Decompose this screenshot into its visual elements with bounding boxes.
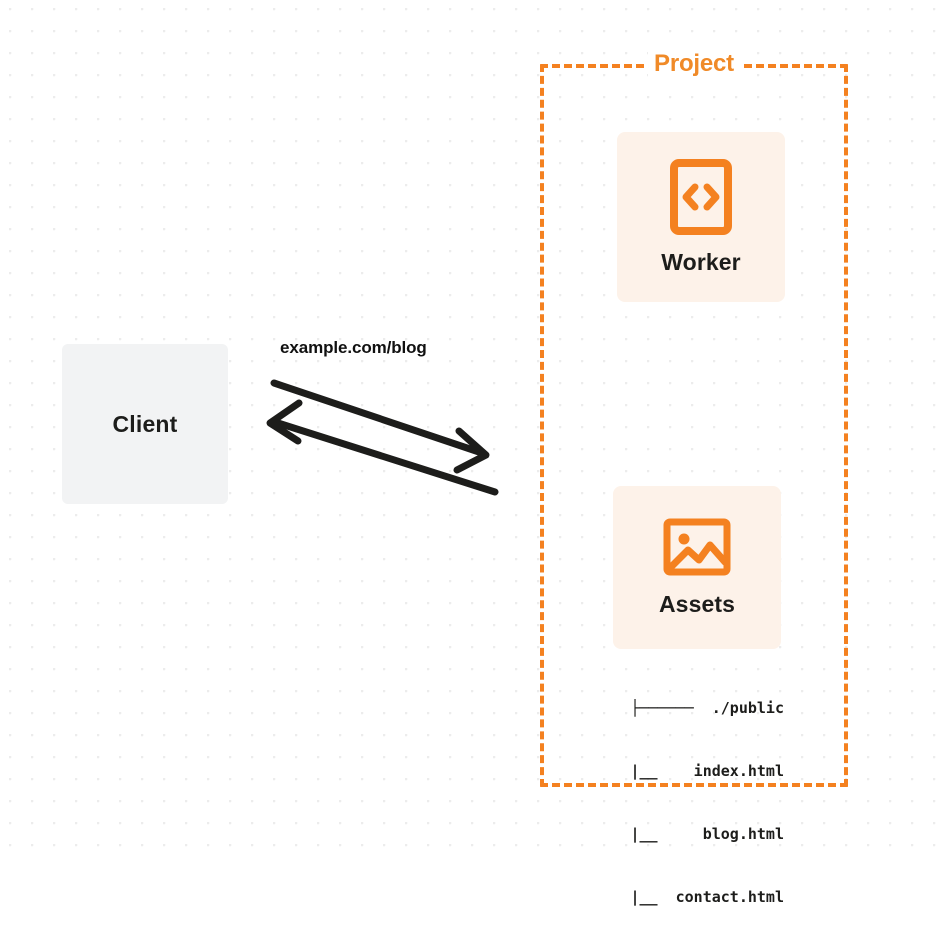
assets-node-label: Assets bbox=[658, 591, 736, 617]
project-title: Project bbox=[648, 50, 740, 78]
worker-node-label: Worker bbox=[661, 248, 741, 275]
response-arrow bbox=[266, 399, 499, 496]
worker-node[interactable]: Worker bbox=[617, 132, 785, 302]
assets-file-tree: ├────── ./public |__ index.html |__ blog… bbox=[544, 656, 784, 950]
file-tree-line: |__ contact.html bbox=[585, 888, 784, 906]
client-node[interactable]: Client bbox=[62, 344, 228, 504]
file-tree-line: |__ index.html bbox=[585, 762, 784, 780]
request-arrow bbox=[270, 379, 490, 474]
image-picture-icon bbox=[663, 517, 731, 577]
file-tree-line: ├────── ./public bbox=[630, 699, 784, 717]
connection-label: example.com/blog bbox=[280, 338, 427, 357]
file-tree-line: |__ blog.html bbox=[585, 825, 784, 843]
assets-node[interactable]: Assets bbox=[613, 486, 781, 649]
code-brackets-icon bbox=[670, 158, 732, 235]
client-node-label: Client bbox=[112, 410, 178, 437]
project-container: Project Worker Assets bbox=[540, 50, 848, 906]
diagram-canvas: Client example.com/blog Project bbox=[0, 0, 938, 906]
